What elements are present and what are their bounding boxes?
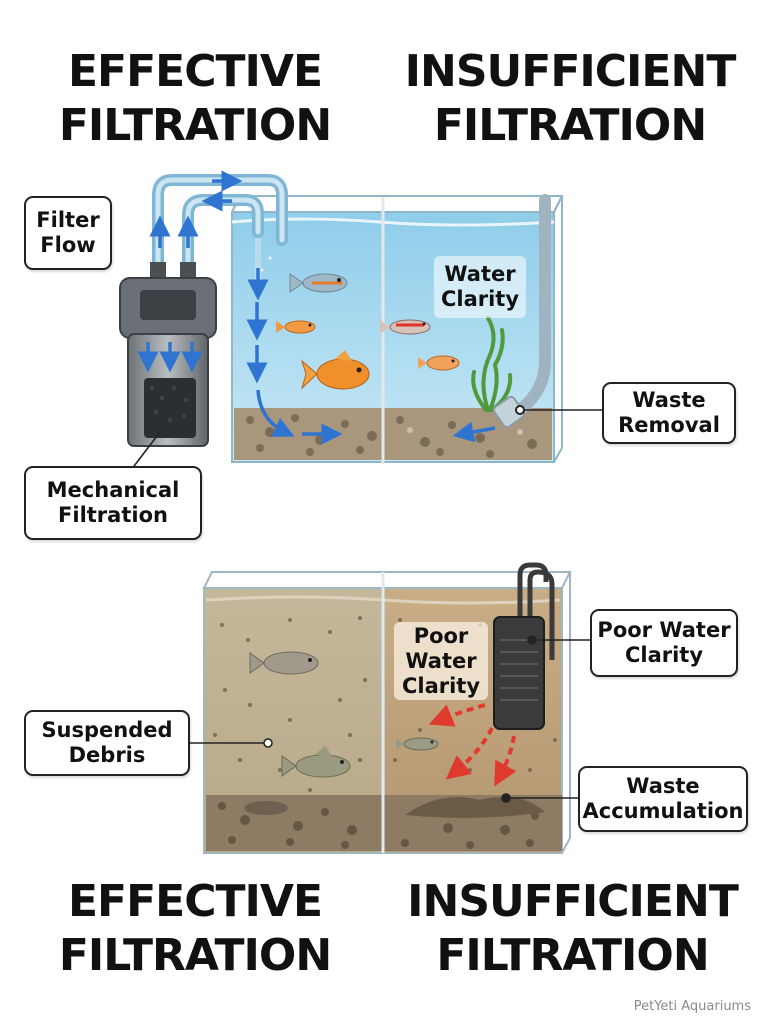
label-water-clarity: Water Clarity [434,256,526,318]
label-line: Water [405,648,477,673]
label-line: Clarity [440,287,520,311]
small-filter-icon [493,562,555,730]
waste-arrows [428,703,517,787]
fish-icon [281,745,351,778]
heading-line: FILTRATION [58,930,332,981]
label-suspended-debris: Suspended Debris [24,710,190,776]
heading-line: EFFECTIVE [67,46,323,97]
label-line: Filter [36,208,100,232]
fish-icon [289,273,348,293]
label-waste-removal: Waste Removal [602,382,736,444]
label-line: Waste [626,774,700,798]
label-line: Flow [40,233,96,257]
heading-bottom-insufficient: INSUFFICIENT FILTRATION [400,875,745,983]
label-line: Poor [413,623,469,648]
label-poor-water-clarity-tank: Poor Water Clarity [394,622,488,700]
label-line: Mechanical [46,478,180,502]
heading-top-insufficient: INSUFFICIENT FILTRATION [400,45,740,153]
label-line: Removal [618,413,720,437]
heading-line: FILTRATION [58,100,332,151]
label-line: Accumulation [582,799,744,823]
goldfish-icon [301,350,370,390]
fish-icon [380,319,431,335]
bottom-tank [203,562,572,854]
credit-text: PetYeti Aquariums [633,999,751,1014]
label-line: Clarity [401,673,481,698]
label-mechanical-filtration: Mechanical Filtration [24,466,202,540]
label-poor-water-clarity: Poor Water Clarity [590,609,738,677]
label-waste-accumulation: Waste Accumulation [578,766,748,832]
label-line: Poor Water [597,618,731,642]
heading-top-effective: EFFECTIVE FILTRATION [40,45,350,153]
heading-line: INSUFFICIENT [407,876,739,927]
label-line: Suspended [41,718,173,742]
fish-icon [276,320,316,334]
fish-icon [249,651,319,675]
fish-icon [396,737,439,751]
canister-filter-icon [119,262,217,447]
label-line: Clarity [624,643,704,667]
label-filter-flow: Filter Flow [24,196,112,270]
leader-lines [127,405,603,803]
heading-line: EFFECTIVE [67,876,323,927]
heading-line: INSUFFICIENT [404,46,737,97]
label-line: Debris [68,743,146,767]
flow-arrows [149,170,496,445]
heading-line: FILTRATION [433,100,707,151]
heading-line: FILTRATION [436,930,709,981]
label-line: Filtration [58,503,168,527]
label-line: Water [444,262,516,286]
label-line: Waste [632,388,706,412]
fish-icon [418,355,460,371]
heading-bottom-effective: EFFECTIVE FILTRATION [40,875,350,983]
